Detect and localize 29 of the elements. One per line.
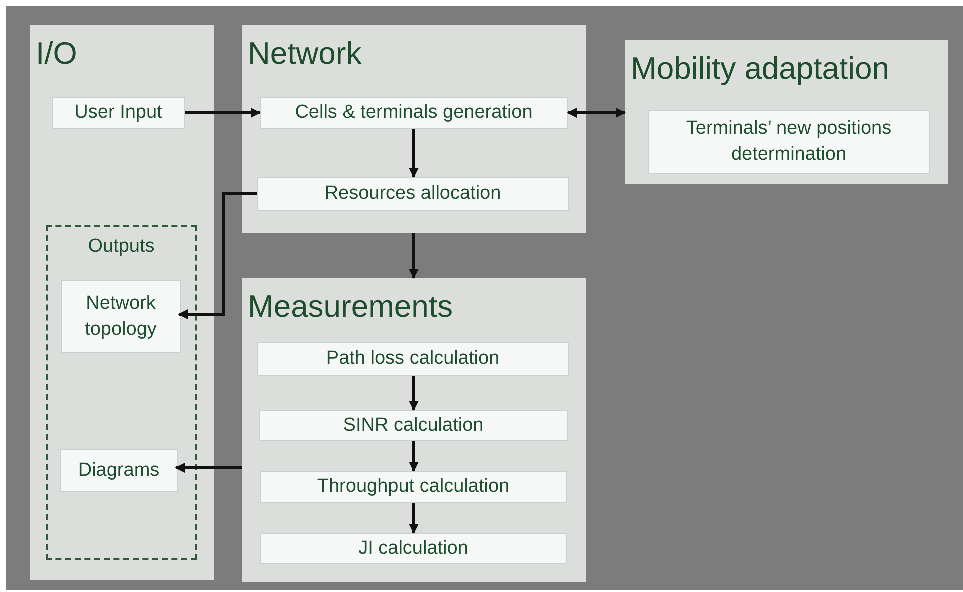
process-box: Network topology	[61, 280, 181, 353]
group-title: Measurements	[248, 288, 454, 326]
dashed-group	[46, 225, 197, 560]
process-box: SINR calculation	[259, 410, 568, 441]
arrow	[409, 441, 419, 472]
process-box: Throughput calculation	[260, 471, 567, 503]
group-title: Mobility adaptation	[631, 50, 890, 88]
process-box: Resources allocation	[257, 177, 569, 211]
arrow	[409, 376, 419, 411]
group-panel	[242, 278, 586, 582]
process-box: Cells & terminals generation	[260, 97, 568, 129]
arrow	[175, 463, 242, 473]
arrow	[567, 108, 626, 118]
group-title: I/O	[36, 35, 78, 73]
process-box: Path loss calculation	[257, 342, 569, 376]
process-box: Terminals’ new positions determination	[648, 110, 930, 174]
group-panel	[242, 25, 586, 233]
group-panel	[30, 25, 214, 580]
arrow	[409, 129, 419, 178]
process-box: Diagrams	[60, 449, 178, 492]
process-box: User Input	[52, 97, 185, 129]
arrow	[409, 503, 419, 534]
group-label: Outputs	[87, 235, 156, 259]
group-title: Network	[248, 35, 362, 73]
arrow	[185, 108, 261, 118]
group-panel	[625, 40, 948, 184]
process-box: JI calculation	[260, 533, 567, 564]
arrow	[409, 233, 419, 279]
arrow	[178, 192, 257, 320]
